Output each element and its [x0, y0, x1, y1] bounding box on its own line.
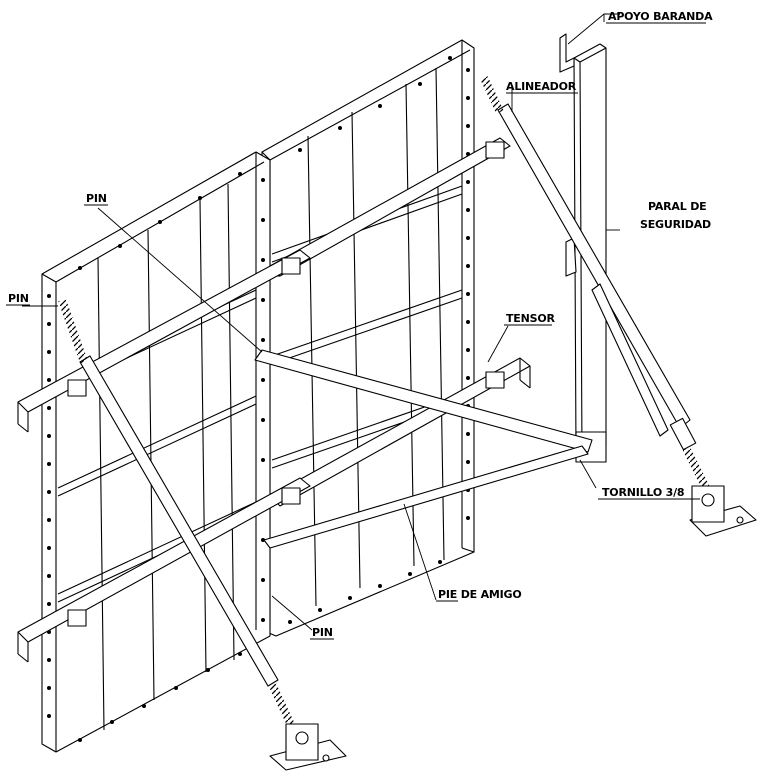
front-panel	[41, 151, 271, 753]
label-pin-left: PIN	[8, 292, 29, 305]
labels: APOYO BARANDA ALINEADOR PARAL DE SEGURID…	[6, 10, 713, 640]
label-apoyo-baranda: APOYO BARANDA	[608, 10, 713, 23]
label-alineador: ALINEADOR	[506, 80, 577, 93]
label-paral-line2: SEGURIDAD	[640, 218, 711, 231]
bolt-holes-left	[47, 172, 265, 742]
leader-lines	[22, 13, 620, 631]
label-paral-line1: PARAL DE	[648, 200, 706, 213]
aligner-beams	[17, 137, 531, 663]
label-pin-top: PIN	[86, 192, 107, 205]
label-pie-de-amigo: PIE DE AMIGO	[438, 588, 522, 601]
label-tensor: TENSOR	[506, 312, 555, 325]
ground-plate-left	[269, 723, 347, 771]
tensor-brace	[254, 349, 593, 549]
back-panel	[261, 39, 475, 637]
bolt-holes-right	[288, 56, 470, 624]
ground-plate-right	[689, 485, 757, 537]
push-pull-props	[58, 76, 712, 742]
label-tornillo: TORNILLO 3/8	[602, 486, 684, 499]
label-pin-bottom: PIN	[312, 626, 333, 639]
